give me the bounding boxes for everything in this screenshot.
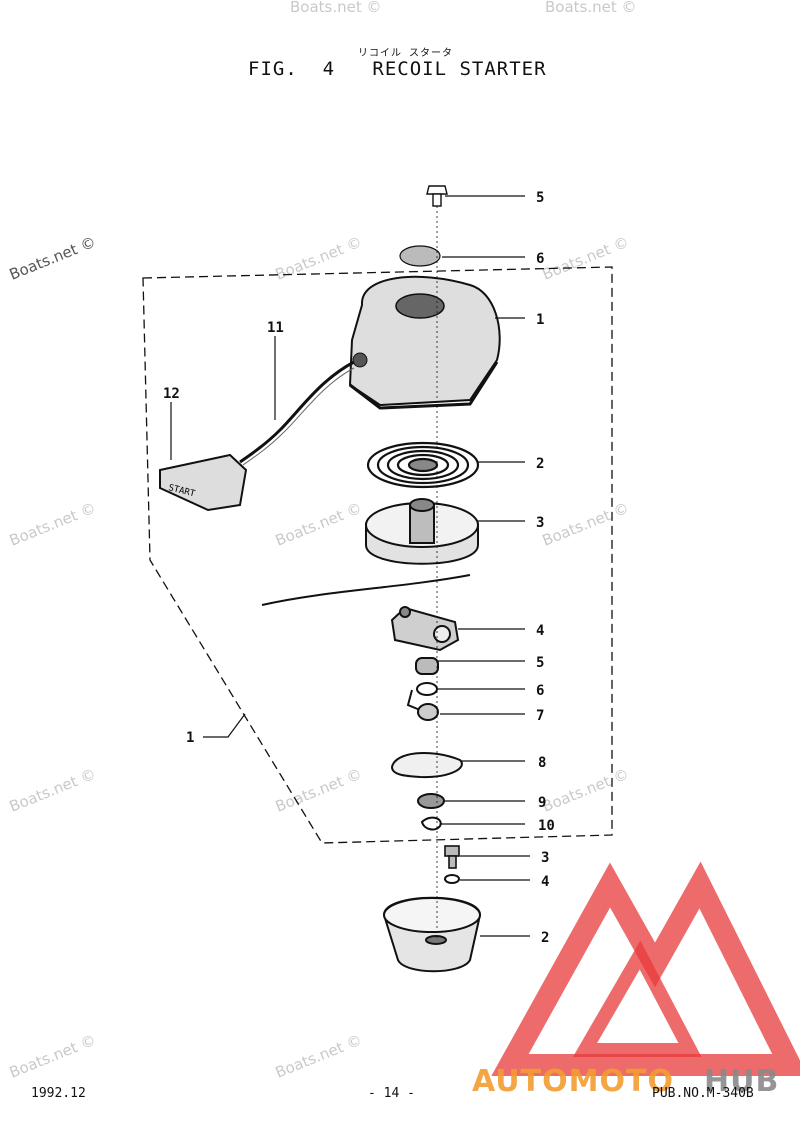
watermark-boats: Boats.net © xyxy=(540,499,632,550)
figure-title: FIG. 4 RECOIL STARTER xyxy=(248,58,547,80)
watermark-boats: Boats.net © xyxy=(273,1031,365,1082)
callout-2: 2 xyxy=(541,930,549,946)
part-cap xyxy=(399,245,441,267)
callout-9: 9 xyxy=(538,795,546,811)
callout-10: 10 xyxy=(538,818,555,834)
part-pawl-spring xyxy=(415,657,439,675)
watermark-boats: Boats.net © xyxy=(273,233,365,284)
assembly-boundary xyxy=(142,266,613,844)
callout-6: 6 xyxy=(536,251,544,267)
callout-2: 2 xyxy=(536,456,544,472)
callout-1: 1 xyxy=(536,312,544,328)
watermarks: Boats.net © Boats.net © Boats.net © Boat… xyxy=(7,0,637,1082)
part-nut xyxy=(417,793,445,809)
callout-4: 4 xyxy=(541,874,549,890)
watermark-boats: Boats.net © xyxy=(273,765,365,816)
part-return-spring xyxy=(406,689,439,721)
part-pulley-washer xyxy=(444,874,460,884)
watermark-boats: Boats.net © xyxy=(545,0,637,16)
footer-date: 1992.12 xyxy=(31,1086,86,1101)
title-japanese: リコイル スタータ xyxy=(358,48,454,59)
footer-page-number: - 14 - xyxy=(368,1086,415,1101)
callout-7: 7 xyxy=(536,708,544,724)
callout-8: 8 xyxy=(538,755,546,771)
part-starter-pulley xyxy=(382,896,482,973)
callout-5: 5 xyxy=(536,190,544,206)
callout-4: 4 xyxy=(536,623,544,639)
watermark-boats: Boats.net © xyxy=(290,0,382,16)
watermark-boats: Boats.net © xyxy=(273,499,365,550)
logo-text-hub: HUB xyxy=(704,1064,779,1099)
part-top-bolt xyxy=(426,185,448,207)
callout-12: 12 xyxy=(163,386,180,402)
part-rope-reel xyxy=(365,498,479,565)
figure-number: FIG. 4 xyxy=(248,58,336,80)
part-friction-plate xyxy=(390,751,463,779)
automotohub-logo: AUTOMOTO HUB xyxy=(472,861,800,1099)
part-pawl xyxy=(390,606,460,652)
footer-publication-number: PUB.NO.M-340B xyxy=(652,1086,754,1101)
part-washer xyxy=(416,682,438,696)
watermark-boats: Boats.net © xyxy=(7,1031,99,1082)
logo-text-automoto: AUTOMOTO xyxy=(472,1064,674,1099)
callout-6: 6 xyxy=(536,683,544,699)
watermark-boats: Boats.net © xyxy=(7,765,99,816)
callout-5: 5 xyxy=(536,655,544,671)
callout-11: 11 xyxy=(267,320,284,336)
callout-1: 1 xyxy=(186,730,194,746)
watermark-boats: Boats.net © xyxy=(540,233,632,284)
part-starter-rope xyxy=(239,360,471,606)
watermark-boats: Boats.net © xyxy=(7,499,99,550)
part-starter-case xyxy=(348,275,501,410)
part-starter-handle: START xyxy=(159,453,248,512)
part-recoil-spring xyxy=(366,441,480,489)
part-pulley-bolt xyxy=(444,845,460,869)
leader-lines xyxy=(170,195,530,937)
part-clip xyxy=(420,816,442,831)
callout-3: 3 xyxy=(541,850,549,866)
watermark-boats: Boats.net © xyxy=(540,765,632,816)
watermark-boats: Boats.net © xyxy=(7,233,99,284)
figure-name: RECOIL STARTER xyxy=(372,58,547,80)
callout-3: 3 xyxy=(536,515,544,531)
